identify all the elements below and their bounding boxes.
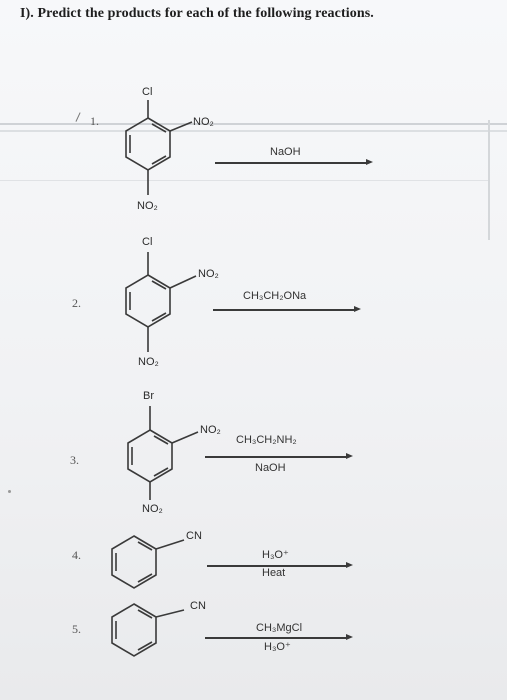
reaction-2-top-substituent: Cl <box>142 236 153 248</box>
worksheet-heading: I). Predict the products for each of the… <box>20 6 374 21</box>
reaction-3-top-substituent: Br <box>143 390 154 402</box>
reaction-1-number: 1. <box>90 114 99 128</box>
reaction-3-reagent-below: NaOH <box>255 462 286 474</box>
reaction-4-number: 4. <box>72 548 81 562</box>
reaction-1-arrow <box>215 159 373 165</box>
reaction-2-arrow <box>213 306 361 312</box>
reaction-3-para-substituent: NO₂ <box>142 503 163 515</box>
page-rule-line <box>0 130 507 132</box>
reaction-2-reagent: CH₃CH₂ONa <box>243 290 307 302</box>
reaction-3-number: 3. <box>70 453 79 467</box>
reaction-5-arrow <box>205 634 353 640</box>
reaction-5-reagent-above: CH₃MgCl <box>256 622 303 634</box>
reaction-1-reagent: NaOH <box>270 146 301 158</box>
reaction-4-arrow <box>207 562 353 568</box>
reaction-4-reagent-above: H₃O⁺ <box>262 549 289 561</box>
reaction-1-ortho-substituent: NO₂ <box>193 116 214 128</box>
reaction-3-ortho-substituent: NO₂ <box>200 424 221 436</box>
reaction-1-top-substituent: Cl <box>142 86 153 98</box>
reaction-4-reagent-below: Heat <box>262 567 286 579</box>
reaction-2-para-substituent: NO₂ <box>138 356 159 368</box>
page-margin-line <box>488 120 490 240</box>
page-rule-line <box>0 180 490 181</box>
reaction-1-para-substituent: NO₂ <box>137 200 158 212</box>
reaction-3-arrow <box>205 453 353 459</box>
reaction-3-reagent-above: CH₃CH₂NH₂ <box>236 434 297 446</box>
reaction-5-side-substituent: CN <box>190 600 206 612</box>
reaction-2-number: 2. <box>72 296 81 310</box>
reaction-2-ortho-substituent: NO₂ <box>198 268 219 280</box>
reaction-5-number: 5. <box>72 622 81 636</box>
reaction-4-side-substituent: CN <box>186 530 202 542</box>
margin-dot <box>8 490 11 493</box>
reaction-5-reagent-below: H₃O⁺ <box>264 641 291 653</box>
page-rule-line <box>0 123 507 125</box>
